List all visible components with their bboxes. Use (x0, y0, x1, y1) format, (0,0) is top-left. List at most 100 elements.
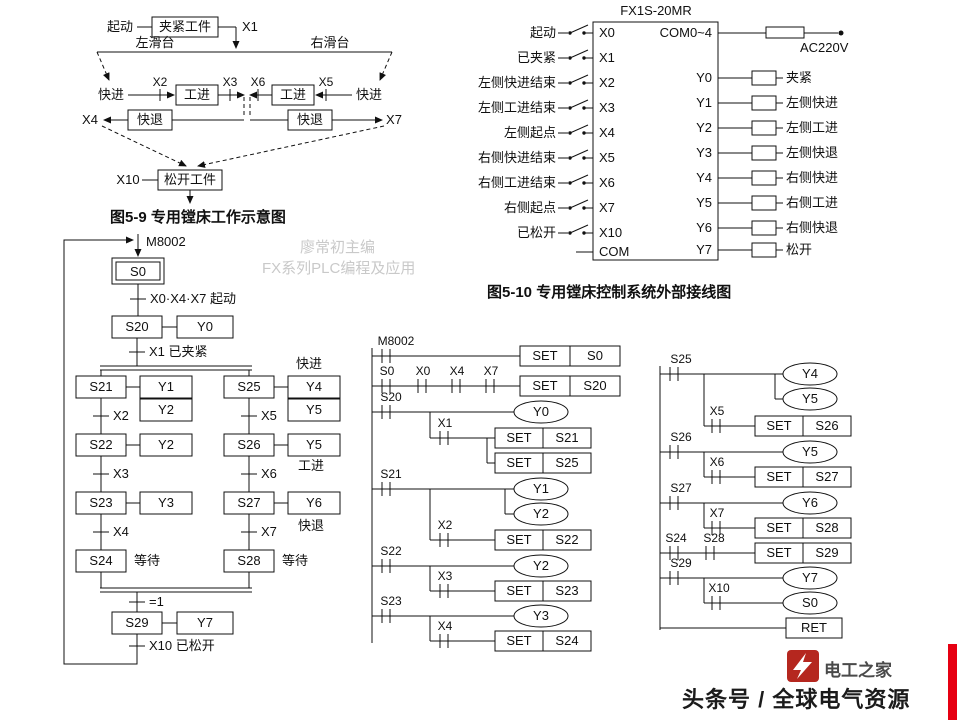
ladder1-set-label: SET (506, 633, 531, 648)
ladder2-contact-x6: X6 (710, 455, 725, 469)
ladder2-contact-x7: X7 (710, 506, 725, 520)
input-terminal: X1 (599, 50, 615, 65)
ladder1-set-label: SET (532, 378, 557, 393)
plc-model-label: FX1S-20MR (620, 3, 692, 18)
work-forward-left-label: 工进 (184, 87, 210, 102)
ladder1-contact-s21: S21 (380, 467, 402, 481)
sfc-action-s25-y4-box (287, 375, 341, 399)
ladder2-operand-s29: S29 (815, 545, 838, 560)
plc-input-row-x5: 右侧快进结束 X5 (478, 149, 615, 165)
output-label: 左侧快退 (786, 145, 838, 160)
com-terminal: COM (599, 244, 629, 259)
sfc-transition-x3: X3 (113, 466, 129, 481)
output-label: 右侧快退 (786, 220, 838, 235)
left-slide-label: 左滑台 (135, 35, 174, 50)
ladder2-contact-x5: X5 (710, 404, 725, 418)
ladder1-operand-s22: S22 (555, 532, 578, 547)
ladder1-contact-x4: X4 (450, 364, 465, 378)
input-label: 左侧起点 (504, 125, 556, 140)
ladder2-coil-y7: Y7 (802, 570, 818, 585)
plc-output-row-y6: Y6 右侧快退 (696, 220, 838, 236)
ladder1-contact-m8002: M8002 (378, 334, 415, 348)
ladder2-set-label: SET (766, 545, 791, 560)
ladder1-contact-x0: X0 (416, 364, 431, 378)
ladder1-set-label: SET (506, 455, 531, 470)
ladder1-operand-s21-box (542, 427, 592, 449)
load-box (751, 95, 777, 111)
x1-label: X1 (242, 19, 258, 34)
ladder2-coil-y5b: Y5 (802, 444, 818, 459)
sfc-action-s21-y1: Y1 (158, 379, 174, 394)
plc-input-row-x1: 已夹紧 X1 (517, 49, 615, 65)
sfc-step-s26: S26 (237, 437, 260, 452)
ladder1-operand-s0: S0 (587, 348, 603, 363)
sfc-transition-released: X10 已松开 (149, 638, 215, 653)
load-box (751, 195, 777, 211)
ladder1-set-label: SET (506, 430, 531, 445)
sfc-transition-x7: X7 (261, 524, 277, 539)
ladder2-contact-x10: X10 (708, 581, 730, 595)
input-terminal: X10 (599, 225, 622, 240)
output-label: 松开 (786, 242, 812, 257)
input-label: 已夹紧 (517, 50, 556, 65)
sfc-action-s23-y3-box (139, 491, 193, 515)
sfc-action-s26-y5-box (287, 433, 341, 457)
input-terminal: X7 (599, 200, 615, 215)
ladder2-set-label: SET (766, 469, 791, 484)
load-box (751, 170, 777, 186)
x3-label: X3 (223, 75, 238, 89)
x6-label: X6 (251, 75, 266, 89)
ladder2-coil-y7-shape (782, 566, 838, 590)
brand-name: 电工之家 (824, 660, 892, 680)
ladder1-contact-x1: X1 (438, 416, 453, 430)
output-terminal: Y6 (696, 220, 712, 235)
watermark-line2: FX系列PLC编程及应用 (262, 259, 415, 277)
load-box (751, 120, 777, 136)
sfc-wait-right-label: 等待 (282, 553, 308, 568)
work-forward-right-label: 工进 (280, 87, 306, 102)
ladder2-coil-s0-shape (782, 591, 838, 615)
ladder2-contact-s27: S27 (670, 481, 692, 495)
sfc-fast-back-label: 快退 (298, 518, 324, 533)
sfc-action-s21-y1-box (139, 375, 193, 399)
sfc-step-s24: S24 (89, 553, 112, 568)
sfc-step-s20: S20 (125, 319, 148, 334)
input-terminal: X4 (599, 125, 615, 140)
input-label: 左侧快进结束 (478, 75, 556, 90)
fig59-diagram: 起动 夹紧工件 X1 左滑台 右滑台 快进 X2 工进 X3 X6 工进 X5 … (82, 16, 402, 226)
input-terminal: X3 (599, 100, 615, 115)
sfc-action-y0-box (176, 315, 234, 339)
ladder1-contact-x2: X2 (438, 518, 453, 532)
fast-back-left-label: 快退 (137, 112, 163, 127)
sfc-step-s23: S23 (89, 495, 112, 510)
ladder2-contact-s25: S25 (670, 352, 692, 366)
x2-label: X2 (153, 75, 168, 89)
load-box (751, 242, 777, 258)
sfc-return-path (63, 236, 138, 665)
load-box (751, 220, 777, 236)
sfc-transition-clamped: X1 已夹紧 (149, 344, 208, 359)
ladder2-coil-y4: Y4 (802, 366, 818, 381)
sfc-step-s27: S27 (237, 495, 260, 510)
supply-terminal-block (765, 26, 805, 39)
ladder2-operand-s26: S26 (815, 418, 838, 433)
ladder1-coil-y2b: Y2 (533, 558, 549, 573)
input-label: 起动 (530, 25, 556, 40)
output-label: 夹紧 (786, 70, 812, 85)
ladder2-operand-s27: S27 (815, 469, 838, 484)
plc-input-row-x10: 已松开 X10 (517, 224, 622, 240)
ladder1-coil-y0-shape (513, 400, 569, 424)
sfc-step-s25: S25 (237, 379, 260, 394)
sfc-action-s27-y6: Y6 (306, 495, 322, 510)
sfc-action-s25-y4: Y4 (306, 379, 322, 394)
sfc-action-s22-y2-box (139, 433, 193, 457)
com-out-terminal: COM0~4 (660, 25, 712, 40)
accent-bar (948, 644, 957, 720)
sfc-step-s21: S21 (89, 379, 112, 394)
plc-input-row-x0: 起动 X0 (530, 24, 615, 40)
ladder2-ret-box (785, 617, 843, 639)
ladder1-operand-s20: S20 (583, 378, 606, 393)
start-label: 起动 (107, 19, 133, 34)
ladder2-coil-y5b-shape (782, 440, 838, 464)
